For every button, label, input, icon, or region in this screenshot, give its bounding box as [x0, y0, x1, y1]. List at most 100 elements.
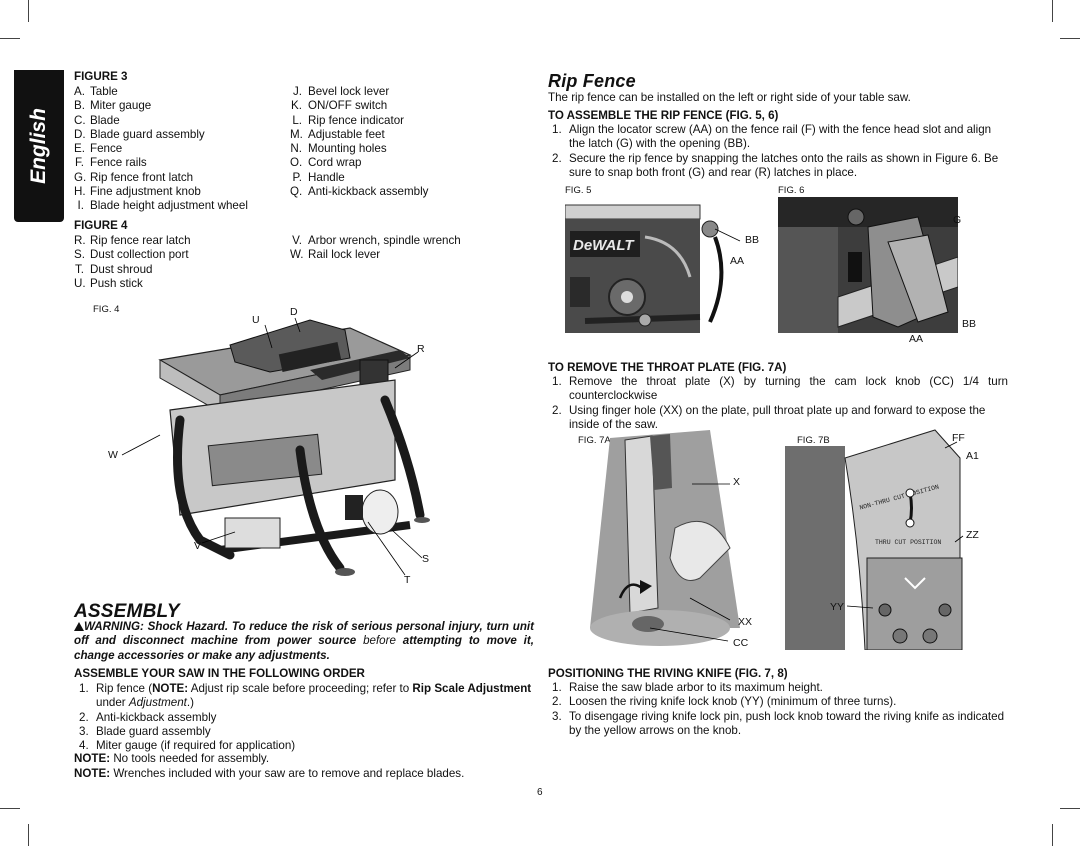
- crop-mark: [0, 808, 20, 809]
- language-tab-label: English: [27, 108, 50, 184]
- legend-key: S.: [74, 248, 85, 262]
- legend-key: I.: [77, 199, 84, 213]
- assembly-step: 3.Blade guard assembly: [79, 724, 211, 738]
- legend-key: H.: [74, 185, 86, 199]
- assembly-steps: 1.Rip fence (NOTE: Adjust rip scale befo…: [79, 682, 535, 753]
- fig-6-callout-bb: BB: [962, 318, 977, 330]
- callout-v: V: [194, 540, 202, 552]
- assembly-step: 2.Anti-kickback assembly: [79, 710, 217, 724]
- fig-7b-label: FIG. 7B: [797, 435, 830, 446]
- fig-7b-callout-yy: YY: [830, 601, 845, 613]
- riving-knife-step: 2.Loosen the riving knife lock knob (YY)…: [552, 695, 897, 709]
- warning-tail-text: attempting to move it, change accessorie…: [74, 634, 534, 662]
- legend-key: O.: [290, 156, 303, 170]
- legend-key: P.: [292, 170, 302, 184]
- legend-value: Blade height adjustment wheel: [90, 199, 248, 213]
- legend-value: Mounting holes: [308, 142, 387, 156]
- fig-5-illustration: DeWALT: [565, 197, 755, 333]
- callout-s: S: [422, 553, 430, 565]
- fig-7b-callout-ff: FF: [952, 432, 965, 444]
- legend-value: Dust shroud: [90, 262, 153, 276]
- legend-value: Cord wrap: [308, 156, 362, 170]
- legend-value: Bevel lock lever: [308, 85, 390, 98]
- fig-6-label: FIG. 6: [778, 185, 805, 196]
- warning-plain-text: before: [363, 634, 396, 648]
- crop-mark: [28, 824, 29, 846]
- legend-key: D.: [74, 127, 86, 141]
- dewalt-logo: DeWALT: [573, 237, 635, 254]
- legend-value: ON/OFF switch: [308, 99, 388, 113]
- legend-key: U.: [74, 276, 86, 290]
- page-number: 6: [537, 787, 543, 798]
- fig-7b-callout-zz: ZZ: [966, 529, 979, 541]
- figure-3-legend-left: A. Table B. Miter gauge C. Blade D. Blade gu…: [74, 85, 248, 214]
- legend-value: Rip fence rear latch: [90, 234, 191, 247]
- language-tab: English: [14, 70, 64, 222]
- fig-4-label: FIG. 4: [93, 304, 120, 315]
- legend-value: Anti-kickback assembly: [308, 185, 429, 199]
- legend-value: Push stick: [90, 276, 143, 290]
- assemble-rip-fence-heading: TO ASSEMBLE THE RIP FENCE (FIG. 5, 6): [548, 109, 779, 122]
- legend-value: Rip fence indicator: [308, 113, 405, 127]
- warning-icon: [74, 622, 84, 631]
- thru-cut-text: THRU CUT POSITION: [875, 539, 941, 546]
- callout-w: W: [108, 449, 118, 461]
- legend-value: Adjustable feet: [308, 127, 385, 141]
- crop-mark: [1052, 0, 1053, 22]
- legend-value: Table: [90, 85, 118, 98]
- warning-lead: WARNING:: [84, 620, 144, 633]
- figure-3-heading: FIGURE 3: [74, 70, 128, 83]
- legend-value: Fine adjustment knob: [90, 185, 201, 199]
- legend-value: Rail lock lever: [308, 248, 381, 262]
- fig-7a-callout-xx: XX: [738, 616, 753, 628]
- legend-key: B.: [74, 99, 85, 113]
- assembly-note-2: NOTE: Wrenches included with your saw ar…: [74, 767, 465, 780]
- legend-key: C.: [74, 113, 86, 127]
- legend-key: E.: [74, 142, 85, 156]
- fig-7a-callout-cc: CC: [733, 637, 749, 649]
- legend-key: G.: [74, 170, 87, 184]
- crop-mark: [1052, 824, 1053, 846]
- legend-key: N.: [290, 142, 302, 156]
- legend-key: W.: [290, 248, 304, 262]
- fig-7a-label: FIG. 7A: [578, 435, 611, 446]
- legend-value: Dust collection port: [90, 248, 189, 262]
- rip-fence-step: 2.Secure the rip fence by snapping the l…: [552, 151, 999, 179]
- assembly-order-heading: ASSEMBLE YOUR SAW IN THE FOLLOWING ORDER: [74, 667, 365, 680]
- legend-key: T.: [74, 262, 84, 276]
- rip-fence-steps: 1.Align the locator screw (AA) on the fe…: [552, 123, 1008, 180]
- rip-fence-intro: The rip fence can be installed on the le…: [548, 91, 911, 104]
- fig-6-callout-g: G: [953, 214, 962, 226]
- rip-fence-step: 1.Align the locator screw (AA) on the fe…: [552, 123, 992, 151]
- fig-5-callout-aa: AA: [730, 255, 745, 267]
- figure-4-legend-left: R. Rip fence rear latch S. Dust collection…: [74, 234, 191, 291]
- legend-key: F.: [74, 156, 84, 170]
- fig-5-label: FIG. 5: [565, 185, 592, 196]
- fig-7b-callout-a1: A1: [966, 450, 979, 462]
- fig-7b-illustration: NON-THRU CUT POSITION THRU CUT POSITION: [785, 429, 964, 650]
- legend-key: K.: [291, 99, 302, 113]
- crop-mark: [1060, 38, 1080, 39]
- legend-key: L.: [292, 113, 302, 127]
- legend-value: Blade: [90, 113, 120, 127]
- fig-6-callout-aa: AA: [909, 333, 924, 345]
- fig-5-callout-bb: BB: [745, 234, 760, 246]
- legend-key: M.: [290, 127, 303, 141]
- callout-u: U: [252, 314, 260, 326]
- figure-4-heading: FIGURE 4: [74, 219, 128, 232]
- legend-value: Arbor wrench, spindle wrench: [308, 234, 461, 247]
- assembly-note-1: NOTE: No tools needed for assembly.: [74, 752, 270, 765]
- legend-key: A.: [74, 85, 85, 98]
- fig-7a-callout-x: X: [733, 476, 741, 488]
- table-saw-illustration: [121, 317, 430, 576]
- assembly-title: ASSEMBLY: [74, 601, 180, 622]
- throat-plate-steps: 1.Remove the throat plate (X) by turning…: [552, 375, 1008, 432]
- legend-value: Blade guard assembly: [90, 127, 205, 141]
- callout-d: D: [290, 306, 298, 318]
- legend-key: J.: [292, 85, 302, 98]
- crop-mark: [1060, 808, 1080, 809]
- throat-plate-heading: TO REMOVE THE THROAT PLATE (FIG. 7A): [548, 361, 787, 374]
- assembly-step: 4.Miter gauge (if required for applicati…: [79, 739, 296, 753]
- legend-key: R.: [74, 234, 86, 247]
- legend-value: Miter gauge: [90, 99, 152, 113]
